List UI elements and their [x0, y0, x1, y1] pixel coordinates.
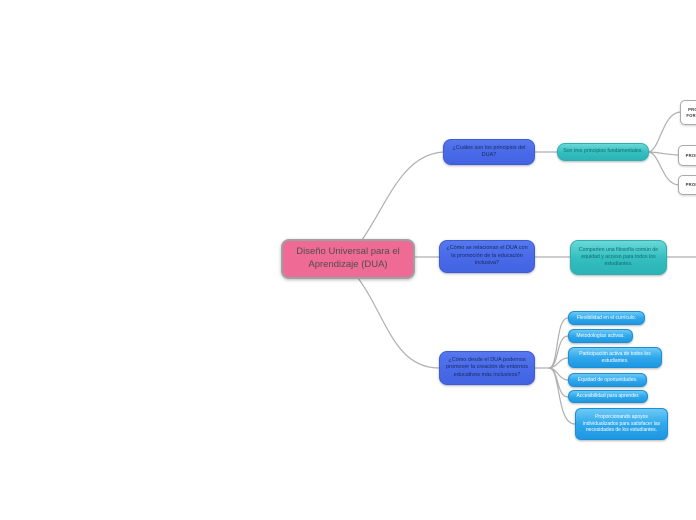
idea-node-participation[interactable]: Participación activa de todos los estudi… — [568, 347, 662, 368]
edge-to-idea-4 — [548, 367, 569, 381]
edge-answer-to-stub-3 — [647, 151, 680, 186]
answer-node-principles[interactable]: Son tres principios fundamentales. — [557, 143, 649, 161]
answer-node-inclusion[interactable]: Comparten una filosofía común de equidad… — [570, 240, 667, 275]
idea-node-accessibility[interactable]: Accesibilidad para aprender. — [568, 390, 648, 403]
edge-to-idea-1 — [548, 317, 569, 369]
idea-node-methodologies[interactable]: Metodologías activas. — [568, 329, 633, 343]
idea-node-flexibility[interactable]: Flexibilidad en el currículo. — [568, 311, 645, 325]
edge-to-idea-3 — [548, 357, 569, 369]
edge-answer-to-stub-2 — [647, 151, 680, 156]
question-node-inclusion[interactable]: ¿Cómo se relacionan el DUA con la promoc… — [439, 240, 535, 273]
root-node-dua[interactable]: Diseño Universal para el Aprendizaje (DU… — [281, 239, 415, 279]
edge-root-to-question-environments — [357, 277, 440, 369]
question-node-environments[interactable]: ¿Cómo desde el DUA podemos promover la c… — [439, 351, 535, 385]
question-node-principles[interactable]: ¿Cuáles son los principios del DUA? — [443, 139, 535, 165]
idea-node-individual-support[interactable]: Proporcionando apoyos individualizados p… — [575, 408, 668, 440]
idea-node-equity[interactable]: Equidad de oportunidades. — [568, 373, 647, 387]
edge-to-idea-2 — [548, 335, 569, 369]
edge-root-to-question-principles — [361, 151, 444, 241]
stub-node-principle-1[interactable]: PRO FORM — [680, 100, 696, 125]
edge-to-idea-5 — [548, 367, 569, 398]
edge-answer-to-stub-1 — [647, 111, 682, 153]
